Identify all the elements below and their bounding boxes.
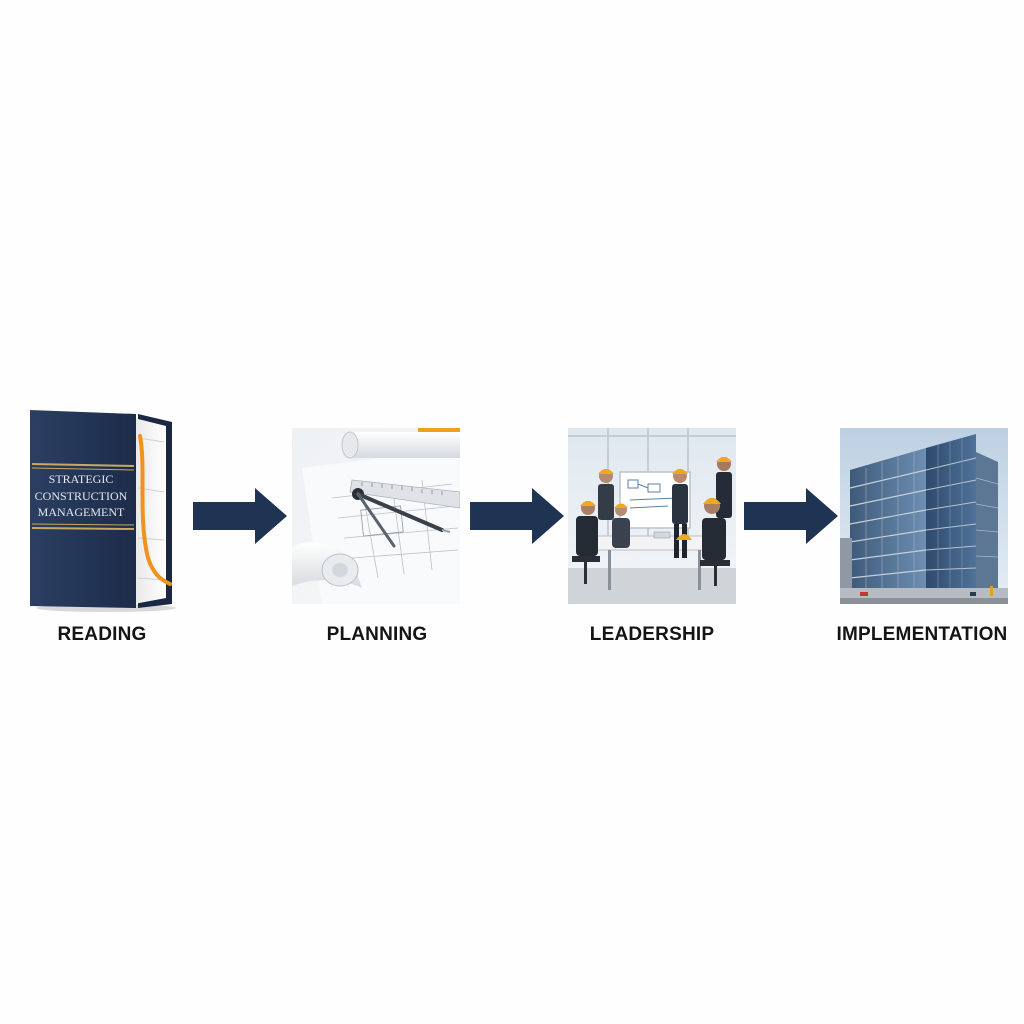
connector-arrow-2 (470, 488, 566, 544)
step-label-implementation: IMPLEMENTATION (836, 624, 1008, 645)
arrow-right-icon (193, 488, 287, 544)
building-illustration (840, 428, 1008, 604)
step-label-leadership: LEADERSHIP (589, 624, 715, 645)
connector-arrow-3 (744, 488, 840, 544)
team-meeting-icon (568, 428, 736, 604)
connector-arrow-1 (193, 488, 289, 544)
bookmark-ribbon-icon (138, 434, 172, 586)
compass-icon (352, 488, 451, 548)
arrow-right-icon (744, 488, 838, 544)
book-title-line-1: STRATEGIC (49, 472, 114, 486)
step-label-reading: READING (57, 624, 147, 645)
arrow-right-icon (470, 488, 564, 544)
office-building-icon (840, 428, 1008, 604)
book-icon: STRATEGIC CONSTRUCTION MANAGEMENT (30, 410, 176, 612)
blueprint-illustration (292, 428, 460, 604)
step-label-planning: PLANNING (326, 624, 428, 645)
meeting-illustration (568, 428, 736, 604)
book-illustration: STRATEGIC CONSTRUCTION MANAGEMENT (26, 408, 178, 612)
book-title-line-3: MANAGEMENT (38, 505, 125, 519)
book-title-line-2: CONSTRUCTION (35, 489, 128, 503)
blueprint-compass-icon (292, 428, 460, 604)
